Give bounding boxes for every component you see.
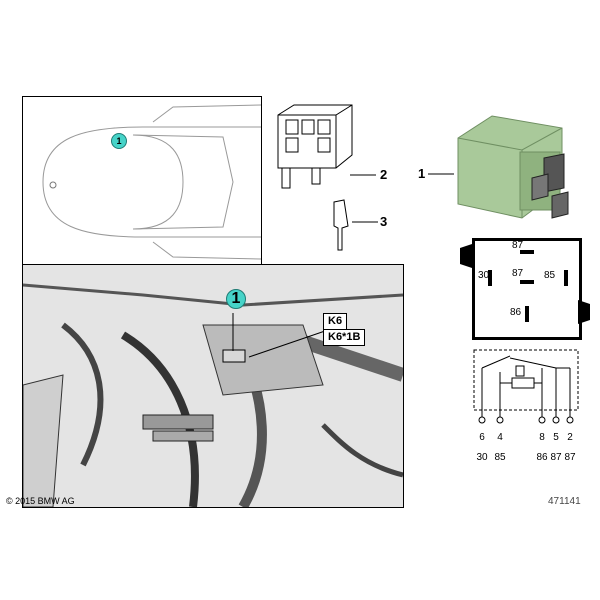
terminal-number: 4	[497, 432, 503, 443]
callout-2-leader	[350, 174, 376, 176]
terminal-number: 8	[539, 432, 545, 443]
terminal-number: 5	[553, 432, 559, 443]
pin-87-top: 87	[512, 240, 524, 251]
terminal-designation: 86	[536, 452, 548, 463]
diagram-reference-id: 471141	[548, 496, 581, 507]
engine-bay-illustration	[23, 265, 403, 507]
terminal-pin-drawing	[333, 199, 349, 251]
terminal-designation: 87	[564, 452, 576, 463]
callout-1: 1	[418, 166, 426, 181]
callout-1-leader	[428, 173, 454, 175]
pin-85: 85	[544, 270, 556, 281]
pin-87-center: 87	[512, 268, 524, 279]
pin-layout-graphics	[460, 244, 590, 324]
terminal-designation: 87	[550, 452, 562, 463]
pin-86: 86	[510, 307, 522, 318]
copyright-text: © 2015 BMW AG	[6, 496, 75, 506]
relay-schematic	[473, 349, 579, 424]
car-outline-drawing	[42, 104, 262, 260]
terminal-number: 2	[567, 432, 573, 443]
location-marker-badge: 1	[111, 133, 127, 149]
location-panel: 1	[22, 96, 262, 270]
connector-housing-drawing	[277, 104, 353, 189]
terminal-designation: 30	[476, 452, 488, 463]
pin-30: 30	[478, 270, 490, 281]
pin-layout-box	[472, 238, 582, 340]
terminal-designation: 85	[494, 452, 506, 463]
k6-1b-label: K6*1B	[323, 329, 366, 346]
k6-label: K6	[323, 313, 348, 330]
terminal-number: 6	[479, 432, 485, 443]
callout-3-leader	[352, 221, 378, 223]
relay-drawing	[457, 115, 569, 219]
photo-marker-badge: 1	[226, 289, 246, 309]
callout-2: 2	[380, 167, 388, 182]
callout-3: 3	[380, 214, 388, 229]
engine-bay-photo: 1 K6 K6*1B	[22, 264, 404, 508]
